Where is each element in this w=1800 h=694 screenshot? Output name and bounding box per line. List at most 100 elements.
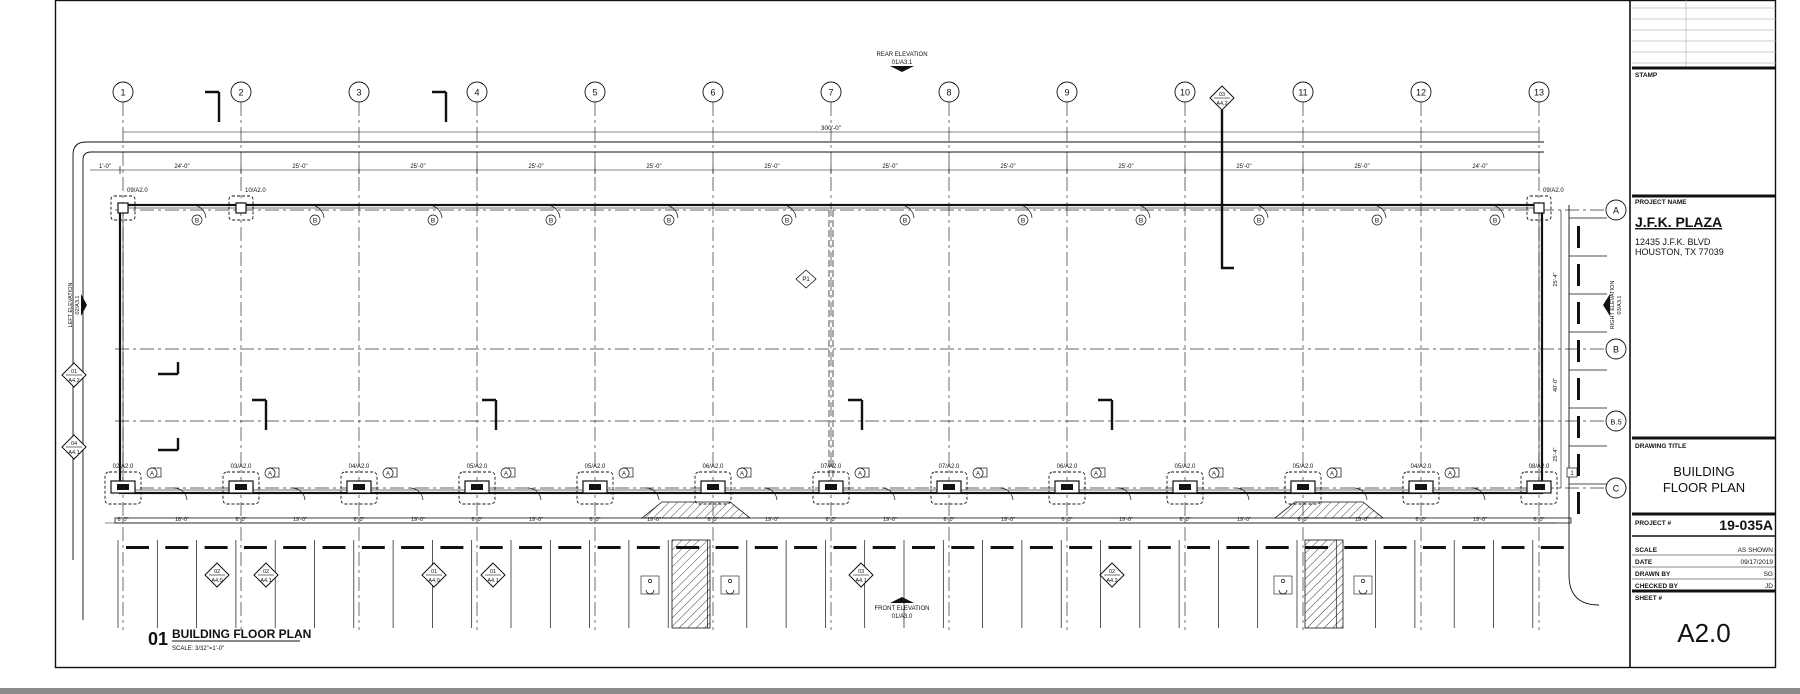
wheel-stop [1462,546,1486,549]
section-cut-line [252,398,268,430]
project-name-label: PROJECT NAME [1635,199,1687,206]
pier-dimension-label: 6'-0" [118,517,129,523]
pier-dimension-label: 6'-0" [354,517,365,523]
grid-bubble-9 [1056,81,1078,103]
grid-bubble-1 [112,81,134,103]
storefront-pier-outline [1402,471,1440,505]
storefront-tag-label: 1 [1570,471,1574,477]
wheel-stop [558,546,582,549]
grid-bubble-2 [230,81,252,103]
grid-row-bubble-A [1605,199,1627,221]
front-elevation-label: FRONT ELEVATION [874,606,929,612]
wheel-stop [243,546,267,549]
section-cut-line [1098,398,1114,430]
grid-bubble-label-6: 6 [710,88,715,98]
section-tag-sheet: A4.2 [1216,101,1227,107]
parking-layer [117,217,1607,629]
accessible-symbol-box [640,575,660,595]
wheel-stop [440,546,464,549]
section-tag-sheet: A4.1 [260,578,271,584]
section-cut-line [848,398,864,430]
column-pier-outline [110,195,136,221]
bay-dimension-label: 25'-0" [292,164,307,170]
overall-dimension-label: 300'-0" [821,125,842,132]
detail-callout-bottom: 05/A2.0 [1175,464,1196,470]
door-tag-label: B [1257,218,1261,225]
scale-value: AS SHOWN [1738,547,1774,554]
curb-ramp [640,501,752,519]
accessible-symbol-wheel [1358,589,1368,595]
section-tag-sheet: A4.1 [68,450,79,456]
wheel-stop [479,546,503,549]
section-tag-number: 02 [1109,569,1115,575]
partition-tag-label: P1 [802,277,810,283]
detail-callout-top: 10/A2.0 [245,188,266,194]
wheel-stop [754,546,778,549]
column [235,202,247,214]
section-tag-sheet: A4.2 [1106,578,1117,584]
front-door-tag-bubble [972,467,984,479]
front-elevation-ref: 01/A3.0 [892,614,913,620]
door-tag-label: B [549,218,553,225]
pier-dimension-label: 6'-0" [590,517,601,523]
grid-bubble-12 [1410,81,1432,103]
wheel-stop [1344,546,1368,549]
checked-by-label: CHECKED BY [1635,583,1679,590]
storefront-pier-outline [1048,471,1086,505]
door-tag-bubble [309,214,321,226]
wheel-stop [126,546,149,549]
bay-dimension-label: 24'-0" [174,164,189,170]
grid-row-label-A: A [1613,206,1619,216]
rear-door-swing [663,204,679,219]
opening-dimension-label: 19'-0" [1001,517,1015,523]
front-door-tag-label: A [150,472,154,478]
wheel-stop [951,546,975,549]
section-tag-number: 04 [71,441,77,447]
wheel-stop [990,546,1014,549]
sheet-number-label: SHEET # [1635,595,1662,602]
section-cut-line [158,438,180,452]
bay-dimension-label: 25'-0" [764,164,779,170]
storefront-pier-outline [340,471,378,505]
side-wheel-stop [1577,378,1580,400]
door-tag-bubble [1135,214,1147,226]
right-elevation-arrow [1603,294,1610,316]
door-tag-label: B [667,218,671,225]
pier-dimension-label: 6'-0" [472,517,483,523]
grid-bubble-3 [348,81,370,103]
opening-dimension-label: 19'-0" [529,517,543,523]
storefront-pier-core [1415,484,1427,490]
storefront-pier-outline [694,471,732,505]
door-tag-bubble [1017,214,1029,226]
front-door-swing [1117,487,1132,501]
grid-bubble-5 [584,81,606,103]
rear-door-swing [545,204,561,219]
front-door-swing [999,487,1014,501]
grid-bubble-label-13: 13 [1534,88,1544,98]
opening-dimension-label: 19'-0" [1119,517,1133,523]
date-label: DATE [1635,559,1653,566]
grid-bubble-label-1: 1 [120,88,125,98]
section-tag-number: 03 [1219,92,1225,98]
storefront-pier-core [1533,484,1545,490]
column [117,202,129,214]
rear-door-swing [309,204,325,219]
section-cut-line [432,90,448,122]
storefront-pier-outline [1166,471,1204,505]
storefront-pier-outline [1284,471,1322,505]
pier-dimension-label: 6'-0" [826,517,837,523]
drawing-title-text: BUILDING FLOOR PLAN [172,627,311,641]
pier-dimension-label: 6'-0" [1062,517,1073,523]
door-tag-label: B [785,218,789,225]
front-elevation-arrow [890,597,914,603]
grid-bubble-label-4: 4 [474,88,479,98]
section-tag-sheet: A4.2 [68,378,79,384]
side-wheel-stop [1577,416,1580,438]
storefront-pier-outline [222,471,260,505]
section-tag-sheet: A4.0 [211,578,222,584]
opening-dimension-label: 19'-0" [1355,517,1369,523]
right-curb-line [1568,205,1600,606]
rear-door-swing [899,204,915,219]
partition-tag-diamond [795,269,817,289]
detail-callout-bottom: 05/A2.0 [585,464,606,470]
